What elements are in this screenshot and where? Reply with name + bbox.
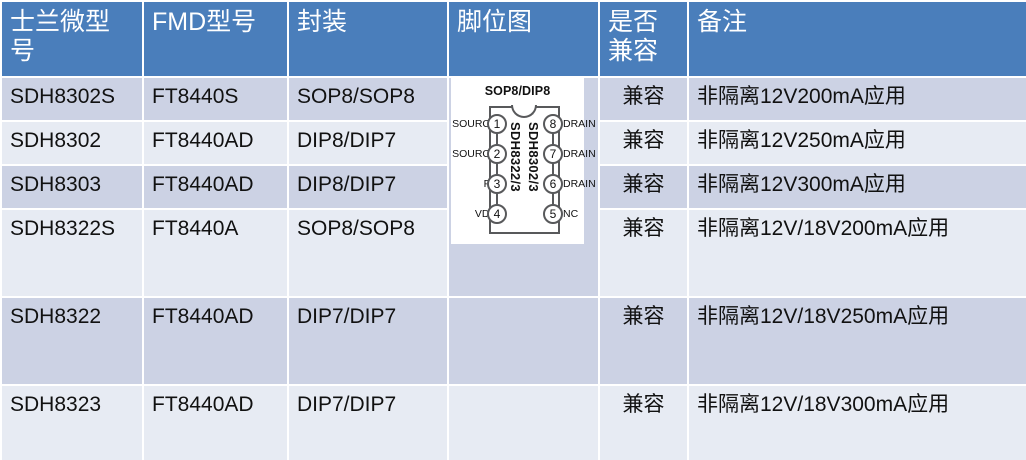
cell-sl-model: SDH8322 <box>2 298 142 384</box>
pin-number-2: 2 <box>487 144 507 164</box>
cell-compatible: 兼容 <box>600 298 687 384</box>
table-row: SDH8323 FT8440AD DIP7/DIP7 兼容 非隔离12V/18V… <box>2 386 1026 460</box>
column-header-compatible: 是否兼容 <box>600 2 687 76</box>
pin-part-number-left: SDH8322/3 <box>508 122 523 192</box>
column-header-sl-model: 士兰微型号 <box>2 2 142 76</box>
cell-package: DIP8/DIP7 <box>289 166 447 208</box>
pin-rail-left <box>496 120 498 224</box>
cell-sl-model: SDH8303 <box>2 166 142 208</box>
pin-number-6: 6 <box>543 174 563 194</box>
cell-remark: 非隔离12V300mA应用 <box>689 166 1026 208</box>
pin-label-right-7: DRAIN <box>563 148 596 160</box>
cell-compatible: 兼容 <box>600 386 687 460</box>
pin-label-left-2: SOURCE <box>452 148 497 160</box>
cell-fmd-model: FT8440AD <box>144 386 287 460</box>
cell-pin-diagram-empty <box>449 386 598 460</box>
cell-compatible: 兼容 <box>600 210 687 296</box>
table-row: SDH8322 FT8440AD DIP7/DIP7 兼容 非隔离12V/18V… <box>2 298 1026 384</box>
pin-rail-right <box>552 120 554 224</box>
pin-label-right-8: DRAIN <box>563 118 596 130</box>
cell-package: SOP8/SOP8 <box>289 78 447 120</box>
pin-number-1: 1 <box>487 114 507 134</box>
pin-label-right-6: DRAIN <box>563 178 596 190</box>
column-header-package: 封装 <box>289 2 447 76</box>
cell-remark: 非隔离12V250mA应用 <box>689 122 1026 164</box>
table-row: SDH8302S FT8440S SOP8/SOP8 SOP8/DIP8 SOU… <box>2 78 1026 296</box>
pin-diagram-image: SOP8/DIP8 SOURCE 1 SOURCE 2 FB 3 <box>451 78 596 244</box>
table-row: SDH8322S FT8440A SOP8/SOP8 兼容 非隔离12V/18V… <box>2 210 1026 296</box>
column-header-pin-diagram: 脚位图 <box>449 2 598 76</box>
cell-compatible: 兼容 <box>600 122 687 164</box>
cell-fmd-model: FT8440AD <box>144 166 287 208</box>
pin-diagram-title: SOP8/DIP8 <box>484 84 551 98</box>
table-header: 士兰微型号 FMD型号 封装 脚位图 是否兼容 备注 <box>2 2 1026 76</box>
cell-sl-model: SDH8302S <box>2 78 142 120</box>
ic-outline-top-right <box>536 106 560 108</box>
cell-compatible: 兼容 <box>600 166 687 208</box>
cell-sl-model: SDH8322S <box>2 210 142 296</box>
table-row: SDH8302 FT8440AD DIP8/DIP7 兼容 非隔离12V250m… <box>2 122 1026 164</box>
cell-fmd-model: FT8440AD <box>144 122 287 164</box>
ic-outline-top-left <box>489 106 513 108</box>
column-header-fmd-model: FMD型号 <box>144 2 287 76</box>
pin-number-3: 3 <box>487 174 507 194</box>
pin-label-left-1: SOURCE <box>452 118 497 130</box>
column-header-remark: 备注 <box>689 2 1026 76</box>
cell-package: SOP8/SOP8 <box>289 210 447 296</box>
cell-compatible: 兼容 <box>600 78 687 120</box>
cell-sl-model: SDH8302 <box>2 122 142 164</box>
pin-number-7: 7 <box>543 144 563 164</box>
cell-remark: 非隔离12V/18V300mA应用 <box>689 386 1026 460</box>
cell-fmd-model: FT8440A <box>144 210 287 296</box>
pin-part-number-right: SDH8302/3 <box>526 122 541 192</box>
cell-remark: 非隔离12V/18V200mA应用 <box>689 210 1026 296</box>
pin-number-8: 8 <box>543 114 563 134</box>
cell-pin-diagram-empty <box>449 298 598 384</box>
cell-pin-diagram: SOP8/DIP8 SOURCE 1 SOURCE 2 FB 3 <box>449 78 598 296</box>
pin-number-5: 5 <box>543 204 563 224</box>
cell-sl-model: SDH8323 <box>2 386 142 460</box>
cell-remark: 非隔离12V/18V250mA应用 <box>689 298 1026 384</box>
cell-fmd-model: FT8440AD <box>144 298 287 384</box>
cell-package: DIP8/DIP7 <box>289 122 447 164</box>
pin-number-4: 4 <box>487 204 507 224</box>
cell-fmd-model: FT8440S <box>144 78 287 120</box>
table-body: SDH8302S FT8440S SOP8/SOP8 SOP8/DIP8 SOU… <box>2 78 1026 460</box>
cell-remark: 非隔离12V200mA应用 <box>689 78 1026 120</box>
cell-package: DIP7/DIP7 <box>289 386 447 460</box>
pin-label-right-5: NC <box>563 208 579 220</box>
table-row: SDH8303 FT8440AD DIP8/DIP7 兼容 非隔离12V300m… <box>2 166 1026 208</box>
header-row: 士兰微型号 FMD型号 封装 脚位图 是否兼容 备注 <box>2 2 1026 76</box>
cell-package: DIP7/DIP7 <box>289 298 447 384</box>
